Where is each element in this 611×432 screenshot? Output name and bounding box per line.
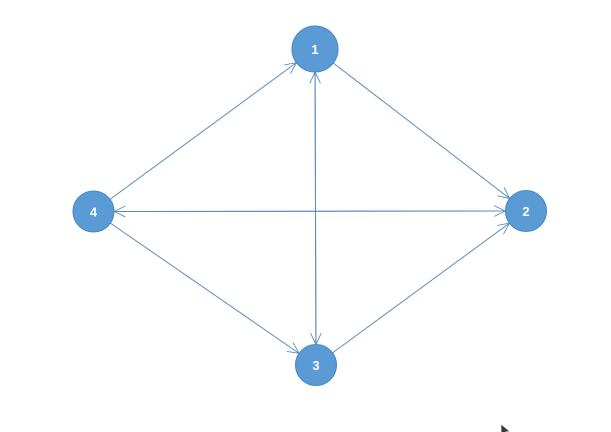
node-label-1: 1: [311, 42, 318, 57]
node-circle-3[interactable]: [294, 343, 338, 387]
node-label-2: 2: [522, 204, 529, 219]
edge-4-to-1: [109, 62, 297, 200]
edge-4-to-3: [110, 222, 300, 354]
node-label-4: 4: [90, 205, 98, 220]
node-circle-2[interactable]: [504, 189, 548, 233]
edge-1-to-2: [332, 62, 511, 199]
edges-layer: [109, 62, 511, 354]
graph-node-4[interactable]: 4: [72, 190, 115, 233]
graph-node-1[interactable]: 1: [291, 25, 339, 73]
node-circle-1[interactable]: [291, 25, 339, 73]
arrowheads-layer: [113, 62, 511, 354]
nodes-layer: 1 2 3 4: [72, 25, 548, 387]
node-circle-4[interactable]: [72, 190, 115, 233]
graph-node-3[interactable]: 3: [294, 343, 338, 387]
node-label-3: 3: [312, 358, 319, 373]
edge-1-to-3: [314, 71, 317, 345]
graph-node-2[interactable]: 2: [504, 189, 548, 233]
edge-3-to-2: [332, 222, 510, 354]
